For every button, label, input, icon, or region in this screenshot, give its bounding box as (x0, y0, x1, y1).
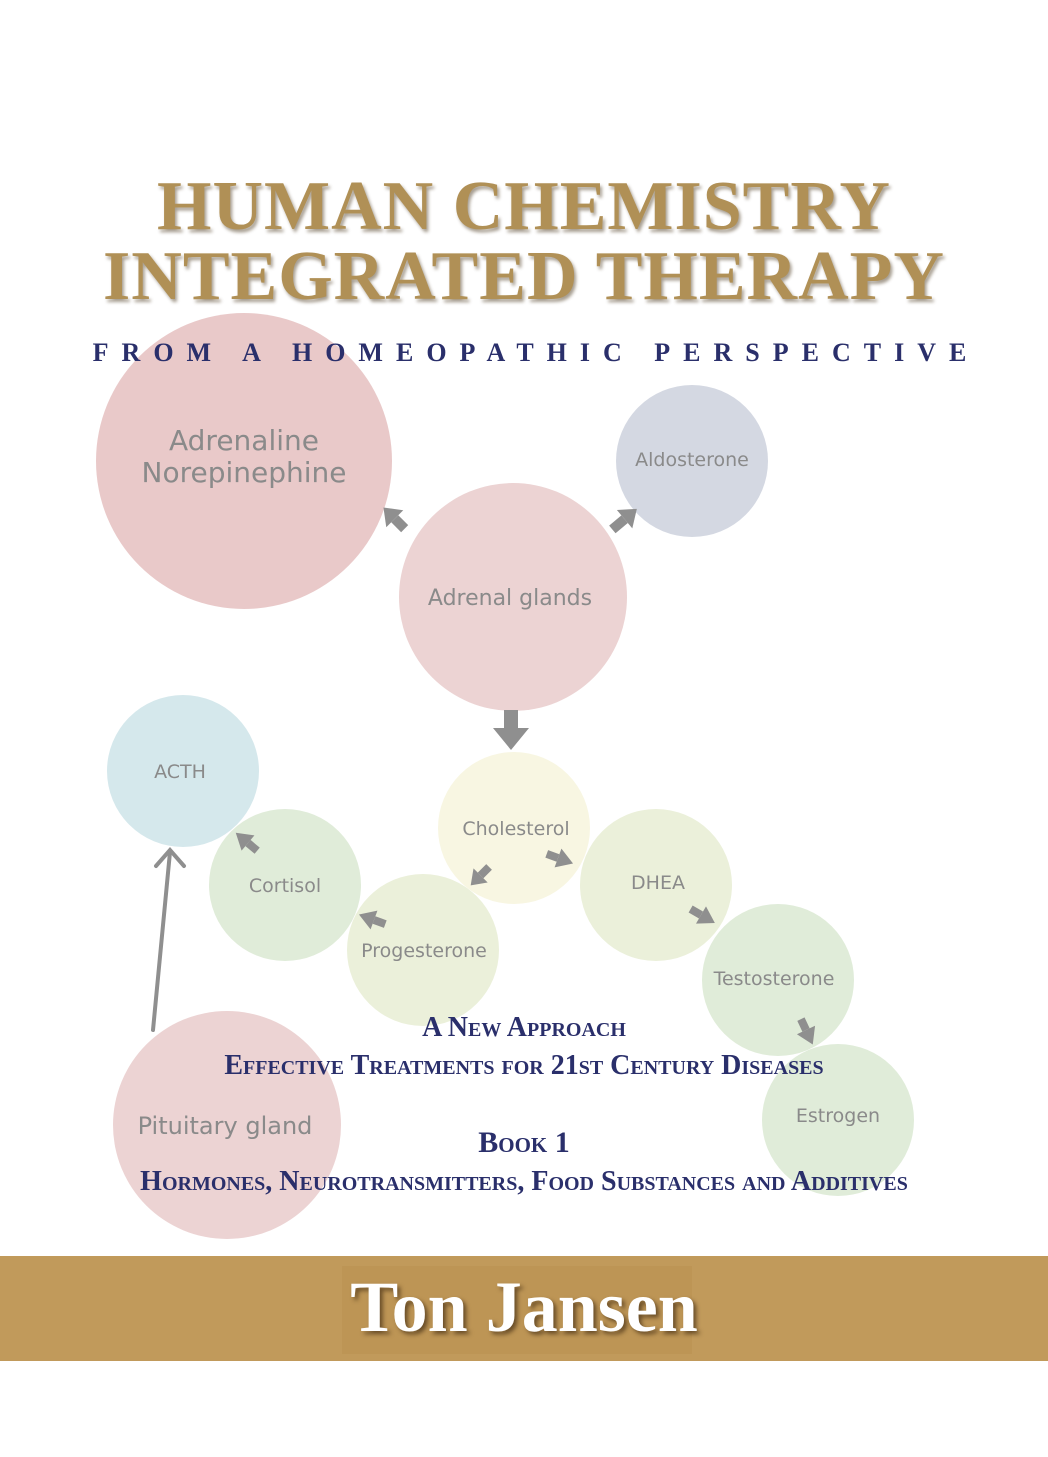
arrow-to-adrenaline (383, 507, 409, 533)
arrow-to-dhea (545, 848, 574, 868)
title-line-1: HUMAN CHEMISTRY (157, 168, 891, 245)
label-pituitary-gland: Pituitary gland (138, 1112, 313, 1140)
caption-book-number: Book 1 (478, 1126, 570, 1159)
label-acth: ACTH (154, 761, 206, 783)
label-estrogen: Estrogen (796, 1105, 880, 1127)
circle-acth (107, 695, 259, 847)
arrow-to-estrogen (796, 1017, 816, 1045)
circle-estrogen (762, 1044, 914, 1196)
arrow-to-progesterone (470, 864, 492, 886)
arrow-to-cholesterol (493, 710, 529, 750)
label-aldosterone: Aldosterone (635, 449, 749, 471)
label-cortisol: Cortisol (249, 875, 321, 897)
arrow-to-cortisol (358, 910, 387, 930)
author-box (342, 1266, 692, 1354)
label-adrenaline: Adrenaline (169, 424, 319, 457)
circle-adrenaline (96, 313, 392, 609)
subtitle: FROM A HOMEOPATHIC PERSPECTIVE (92, 338, 980, 367)
arrow-pituitary-to-acth (151, 846, 186, 1032)
circle-dhea (580, 809, 732, 961)
caption-subjects: Hormones, Neurotransmitters, Food Substa… (140, 1166, 908, 1197)
arrow-to-acth (235, 832, 260, 854)
circle-aldosterone (616, 385, 768, 537)
circle-adrenal-glands (399, 483, 627, 711)
circle-progesterone (347, 874, 499, 1026)
arrow-to-aldosterone (609, 508, 637, 534)
label-testosterone: Testosterone (713, 968, 835, 990)
label-progesterone: Progesterone (361, 940, 487, 962)
circle-testosterone (702, 904, 854, 1056)
circle-cholesterol (438, 752, 590, 904)
caption-effective: Effective Treatments for 21st Century Di… (224, 1050, 824, 1081)
author-name: Ton Jansen (350, 1267, 698, 1347)
label-cholesterol: Cholesterol (462, 818, 569, 840)
label-dhea: DHEA (631, 872, 685, 894)
title-line-2: INTEGRATED THERAPY (103, 238, 945, 315)
circle-pituitary-gland (113, 1011, 341, 1239)
arrow-to-testosterone (688, 905, 715, 924)
label-adrenal-glands: Adrenal glands (428, 586, 592, 611)
caption-approach: A New Approach (422, 1012, 626, 1043)
label-norepinephine: Norepinephine (142, 456, 347, 489)
